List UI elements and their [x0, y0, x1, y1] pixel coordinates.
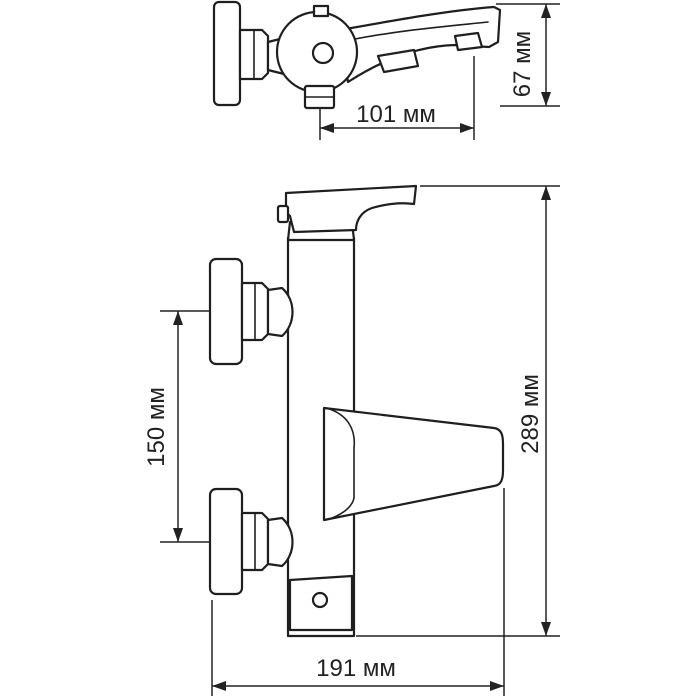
top-view-diverter: [311, 41, 335, 65]
top-view-flange: [212, 0, 242, 107]
front-view-lever: [284, 184, 418, 234]
dim-289-label: 289 мм: [517, 374, 544, 454]
dim-67: 67 мм: [496, 3, 560, 107]
top-view: [212, 0, 502, 110]
front-view-spout: [322, 406, 505, 522]
front-view-upper-inlet: [208, 257, 294, 366]
dim-289: 289 мм: [356, 185, 560, 637]
dim-150-label: 150 мм: [143, 387, 170, 467]
front-view-bottom-hole: [311, 591, 329, 609]
front-view-lower-inlet: [208, 487, 294, 596]
dim-150: 150 мм: [143, 310, 210, 543]
dim-67-label: 67 мм: [509, 31, 536, 97]
front-view: [208, 184, 505, 638]
dim-101-label: 101 мм: [356, 101, 436, 128]
dim-101: 101 мм: [319, 56, 475, 140]
dim-191: 191 мм: [211, 488, 505, 696]
dim-191-label: 191 мм: [316, 655, 396, 682]
